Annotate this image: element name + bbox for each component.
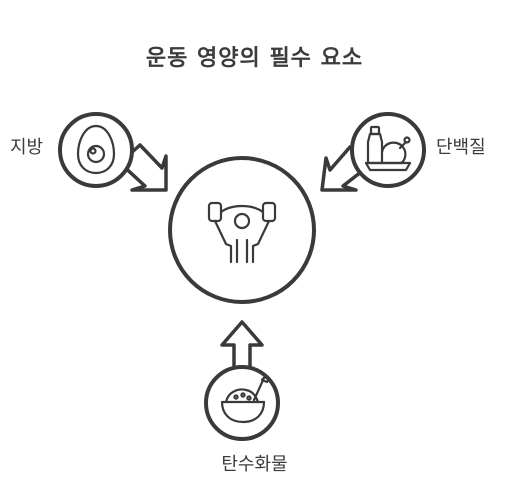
egg-icon: [76, 124, 116, 175]
arrow-bottom-to-center: [220, 320, 264, 374]
right-node-circle: [350, 112, 426, 188]
diagram-title: 운동 영양의 필수 요소: [145, 46, 364, 71]
node-label-fat: 지방: [10, 137, 44, 158]
node-label-carbohydrate: 탄수화물: [221, 454, 288, 475]
chicken-bottle-icon: [364, 125, 412, 172]
center-circle: [168, 156, 316, 304]
weightlifter-icon: [207, 201, 277, 264]
food-bowl-icon: [220, 376, 270, 424]
node-label-protein: 단백질: [436, 137, 486, 158]
